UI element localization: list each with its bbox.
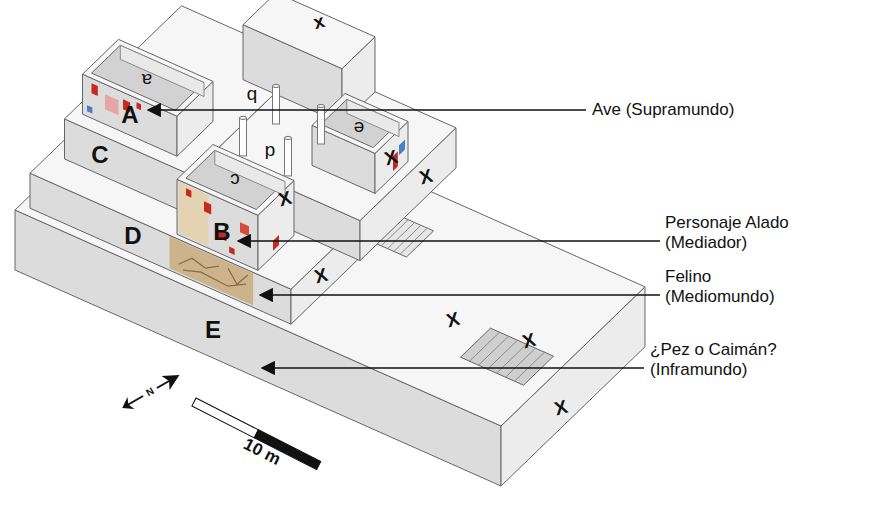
north-arrow — [118, 368, 183, 415]
face-letter: A — [121, 101, 138, 129]
painted-fragment — [273, 235, 279, 251]
feline-relief — [179, 258, 220, 268]
callout-label: Personaje Alado (Mediador) — [665, 213, 797, 252]
painted-fragment — [229, 247, 234, 255]
room-e-interior — [321, 99, 399, 147]
room-letter: d — [265, 141, 276, 163]
room-a-top-face — [83, 39, 214, 116]
column — [285, 138, 292, 176]
stair-step — [506, 348, 536, 377]
leader-arrow — [262, 367, 644, 369]
painted-fragment — [399, 139, 405, 155]
painted-fragment — [105, 94, 119, 115]
painted-fragment — [179, 182, 209, 246]
stair-step — [515, 352, 545, 381]
stair-step — [488, 340, 518, 369]
feline-relief — [228, 268, 248, 284]
room-letter: e — [354, 117, 365, 139]
painted-fragment — [87, 105, 92, 113]
painted-fragment — [186, 188, 191, 197]
column-top — [318, 104, 325, 107]
north-label: N — [144, 385, 156, 399]
callout-label: ¿Pez o Caimán? (Inframundo) — [650, 340, 782, 379]
leader-arrow — [260, 294, 660, 296]
stair-step — [497, 344, 527, 373]
column — [240, 118, 247, 156]
room-letter: a — [142, 69, 153, 91]
stairwell-opening — [461, 328, 554, 385]
leader-arrow — [148, 109, 586, 111]
column-top — [285, 136, 292, 139]
room-letter: b — [247, 85, 258, 107]
leader-arrow — [238, 240, 660, 242]
column — [273, 86, 280, 124]
face-letter: B — [213, 218, 230, 246]
column-top — [273, 84, 280, 87]
room-e-top-face — [312, 94, 408, 154]
face-letter: E — [205, 316, 221, 344]
callout-label: Felino (Mediomundo) — [665, 267, 797, 306]
stair-step — [470, 332, 500, 361]
room-letter: c — [230, 169, 240, 191]
upper-block-top-face — [243, 0, 375, 69]
room-a-inner-wall — [120, 45, 204, 96]
stair-step — [479, 336, 509, 365]
face-letter: D — [124, 222, 141, 250]
painted-fragment — [240, 222, 249, 236]
face-letter: C — [91, 141, 108, 169]
column-top — [240, 116, 247, 119]
scale-bar — [192, 398, 321, 470]
column — [318, 106, 325, 144]
callout-label: Ave (Supramundo) — [592, 100, 734, 120]
painted-fragment — [92, 83, 98, 96]
painted-fragment — [170, 236, 254, 305]
painted-fragment — [204, 201, 211, 214]
